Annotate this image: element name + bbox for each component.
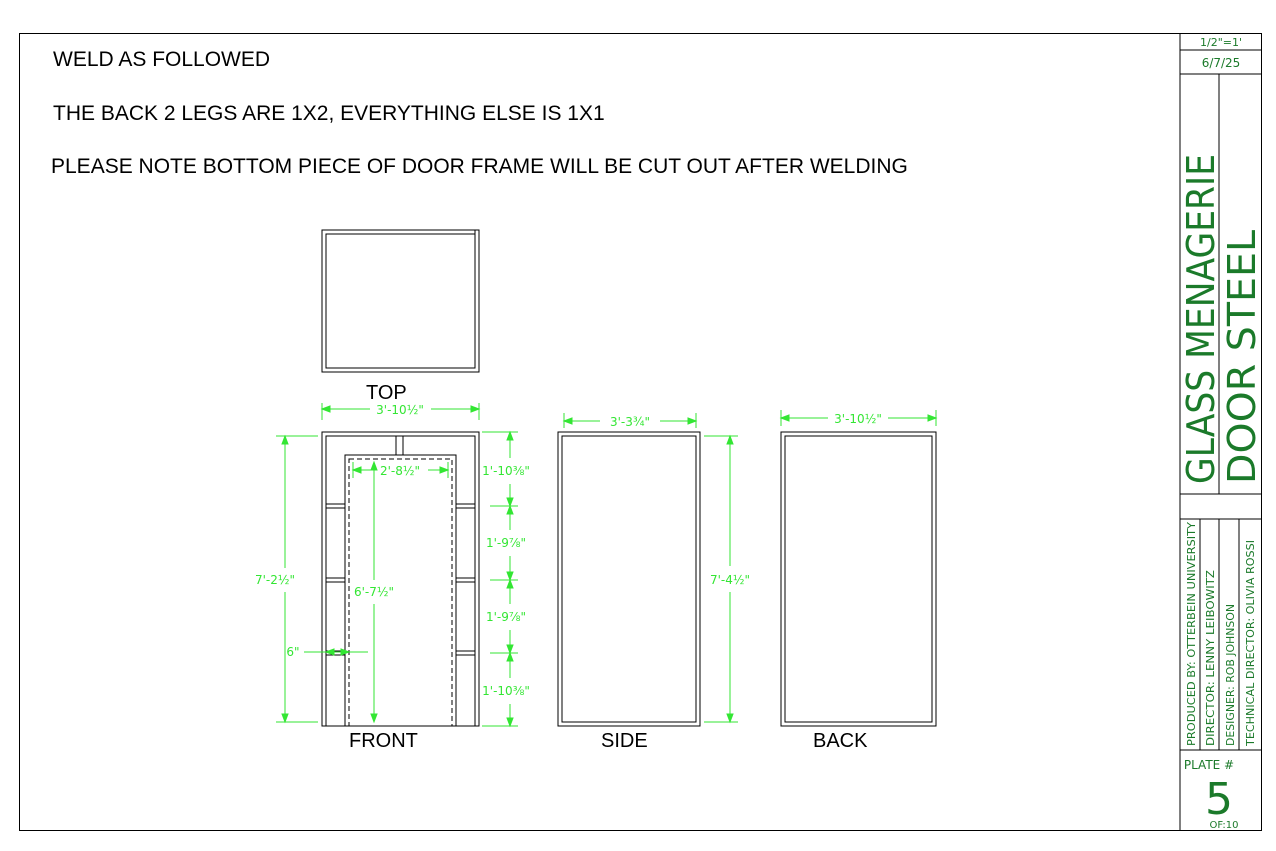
front-view: [321, 431, 480, 727]
note-door-frame: PLEASE NOTE BOTTOM PIECE OF DOOR FRAME W…: [51, 155, 908, 178]
dim-side-height: 7'-4½": [710, 573, 750, 587]
dim-segment-3: 1'-9⅞": [486, 610, 526, 624]
view-label-back: BACK: [813, 730, 868, 752]
side-view: [557, 431, 701, 727]
back-view: [780, 431, 937, 727]
title-block-designer: DESIGNER: ROB JOHNSON: [1224, 604, 1237, 746]
dim-side-width: 3'-3¾": [610, 415, 650, 429]
dim-door-width: 2'-8½": [380, 464, 420, 478]
note-weld: WELD AS FOLLOWED: [53, 48, 271, 71]
drawing-sheet-border: [19, 33, 1262, 831]
dim-front-height: 7'-2½": [255, 573, 295, 587]
dim-top-width: 3'-10½": [376, 403, 424, 417]
dim-back-width: 3'-10½": [834, 412, 882, 426]
title-block-plate-of: OF:10: [1210, 820, 1239, 831]
title-block-show-title: GLASS MENAGERIE: [1179, 154, 1223, 484]
dim-segment-4: 1'-10⅜": [482, 684, 530, 698]
dim-segment-1: 1'-10⅜": [482, 464, 530, 478]
dim-segment-2: 1'-9⅞": [486, 536, 526, 550]
title-block-produced-by: PRODUCED BY: OTTERBEIN UNIVERSITY: [1185, 522, 1198, 746]
title-block-plate-label: PLATE #: [1184, 758, 1234, 772]
title-block-item-title: DOOR STEEL: [1220, 230, 1264, 484]
title-block-plate-number: 5: [1205, 774, 1233, 825]
view-label-side: SIDE: [601, 730, 648, 752]
view-label-front: FRONT: [349, 730, 418, 752]
title-block-scale: 1/2"=1': [1200, 36, 1242, 49]
view-label-top: TOP: [366, 382, 407, 404]
dim-offset: 6": [286, 645, 299, 659]
title-block: [1179, 33, 1262, 831]
title-block-technical-director: TECHNICAL DIRECTOR: OLIVIA ROSSI: [1244, 540, 1257, 747]
top-view: [321, 229, 480, 373]
dimension-lines: [276, 403, 938, 728]
title-block-director: DIRECTOR: LENNY LEIBOWITZ: [1204, 570, 1217, 746]
note-legs: THE BACK 2 LEGS ARE 1X2, EVERYTHING ELSE…: [53, 102, 605, 125]
dim-door-height: 6'-7½": [354, 585, 394, 599]
title-block-date: 6/7/25: [1202, 56, 1241, 70]
